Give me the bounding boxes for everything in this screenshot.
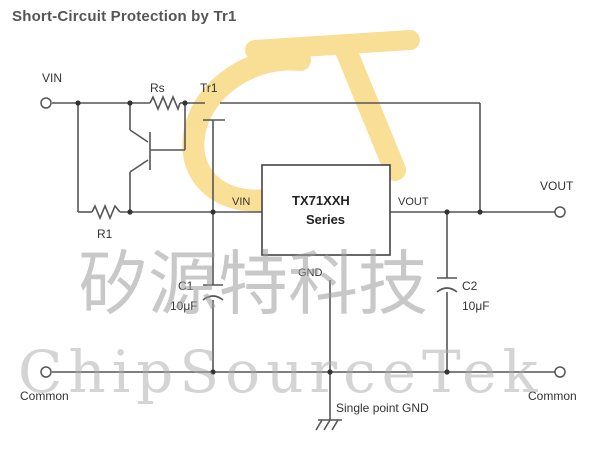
ground-symbol [315, 419, 342, 431]
wires [52, 102, 555, 420]
junction-nodes [75, 100, 483, 375]
ct-logo [182, 30, 420, 212]
ic-name: TX71XXH [292, 193, 350, 208]
label-c2-value: 10μF [462, 299, 490, 313]
label-vin-input: VIN [42, 71, 62, 85]
label-c1: C1 [178, 279, 194, 293]
label-ic-vout: VOUT [398, 196, 429, 208]
label-vout-output: VOUT [540, 179, 574, 193]
label-c1-value: 10μF [170, 299, 198, 313]
label-common-left: Common [20, 389, 69, 403]
ic-series: Series [306, 212, 345, 227]
label-rs: Rs [150, 81, 165, 95]
common-left-terminal [40, 366, 52, 378]
label-common-right: Common [528, 389, 577, 403]
capacitor-c2 [436, 277, 458, 293]
label-r1: R1 [97, 227, 113, 241]
common-right-terminal [554, 366, 566, 378]
label-ic-gnd: GND [298, 267, 323, 279]
capacitor-c1 [202, 284, 224, 301]
watermark-english: ChipSourceTek [18, 338, 544, 406]
vout-terminal [554, 206, 566, 218]
regulator-ic [261, 164, 391, 256]
resistor-r1 [91, 203, 121, 221]
label-ic-vin: VIN [232, 196, 250, 208]
vin-terminal [40, 97, 52, 109]
label-c2: C2 [462, 279, 478, 293]
diagram-title: Short-Circuit Protection by Tr1 [12, 8, 237, 25]
label-single-point-gnd: Single point GND [336, 401, 429, 415]
resistor-rs [149, 94, 181, 112]
label-tr1: Tr1 [200, 81, 218, 95]
watermark-chinese: 矽源特科技 [78, 243, 428, 325]
